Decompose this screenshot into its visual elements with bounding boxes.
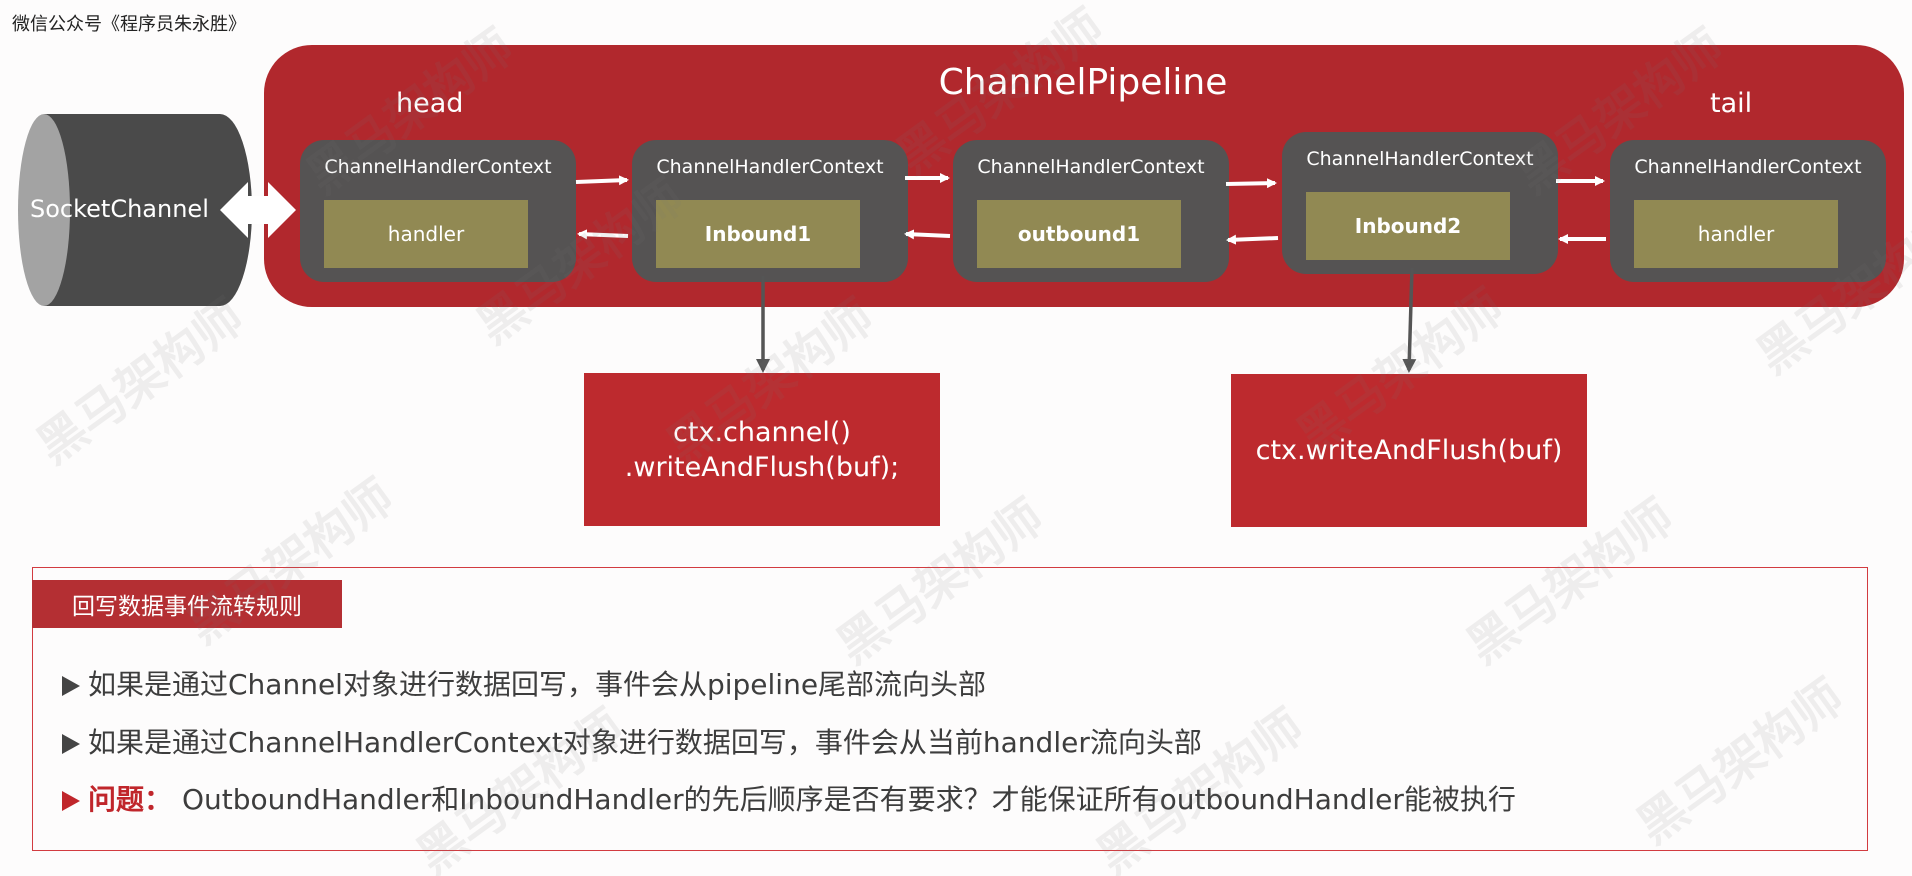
channel-write-line2: .writeAndFlush(buf);: [624, 451, 900, 483]
bullet-arrow-icon: [62, 676, 80, 696]
context-title: ChannelHandlerContext: [656, 156, 884, 178]
context-title: ChannelHandlerContext: [324, 156, 552, 178]
context-box-head: ChannelHandlerContext handler: [300, 140, 576, 282]
socket-channel-label: SocketChannel: [30, 195, 209, 223]
context-box-inbound2: ChannelHandlerContext Inbound2: [1282, 132, 1558, 274]
rules-header: 回写数据事件流转规则: [32, 580, 342, 628]
question-text: OutboundHandler和InboundHandler的先后顺序是否有要求…: [182, 783, 1516, 816]
handler-box: outbound1: [977, 200, 1181, 268]
head-label: head: [396, 88, 464, 119]
ctx-write-box: ctx.writeAndFlush(buf): [1231, 374, 1587, 527]
context-box-inbound1: ChannelHandlerContext Inbound1: [632, 140, 908, 282]
rules-panel: [32, 567, 1868, 851]
context-title: ChannelHandlerContext: [1634, 156, 1862, 178]
rule-item: 如果是通过ChannelHandlerContext对象进行数据回写，事件会从当…: [62, 721, 1202, 761]
bidirectional-arrow-icon: [220, 182, 296, 238]
handler-box: handler: [324, 200, 528, 268]
handler-box: Inbound1: [656, 200, 860, 268]
pipeline-title: ChannelPipeline: [938, 62, 1228, 103]
handler-box: Inbound2: [1306, 192, 1510, 260]
rule-item-text: 如果是通过ChannelHandlerContext对象进行数据回写，事件会从当…: [88, 726, 1202, 759]
bullet-arrow-icon: [62, 734, 80, 754]
handler-box: handler: [1634, 200, 1838, 268]
tail-label: tail: [1710, 88, 1753, 119]
question-item: 问题： OutboundHandler和InboundHandler的先后顺序是否…: [62, 778, 1516, 818]
channel-write-box: ctx.channel() .writeAndFlush(buf);: [584, 373, 940, 526]
ctx-write-text: ctx.writeAndFlush(buf): [1255, 435, 1563, 466]
channel-write-line1: ctx.channel(): [673, 416, 851, 448]
rule-item-text: 如果是通过Channel对象进行数据回写，事件会从pipeline尾部流向头部: [88, 668, 987, 701]
question-label: 问题：: [88, 783, 173, 816]
context-title: ChannelHandlerContext: [977, 156, 1205, 178]
context-title: ChannelHandlerContext: [1306, 148, 1534, 170]
context-box-outbound1: ChannelHandlerContext outbound1: [953, 140, 1229, 282]
rule-item: 如果是通过Channel对象进行数据回写，事件会从pipeline尾部流向头部: [62, 663, 986, 703]
bullet-arrow-icon: [62, 791, 80, 811]
account-label: 微信公众号《程序员朱永胜》: [12, 14, 246, 35]
context-box-tail: ChannelHandlerContext handler: [1610, 140, 1886, 282]
